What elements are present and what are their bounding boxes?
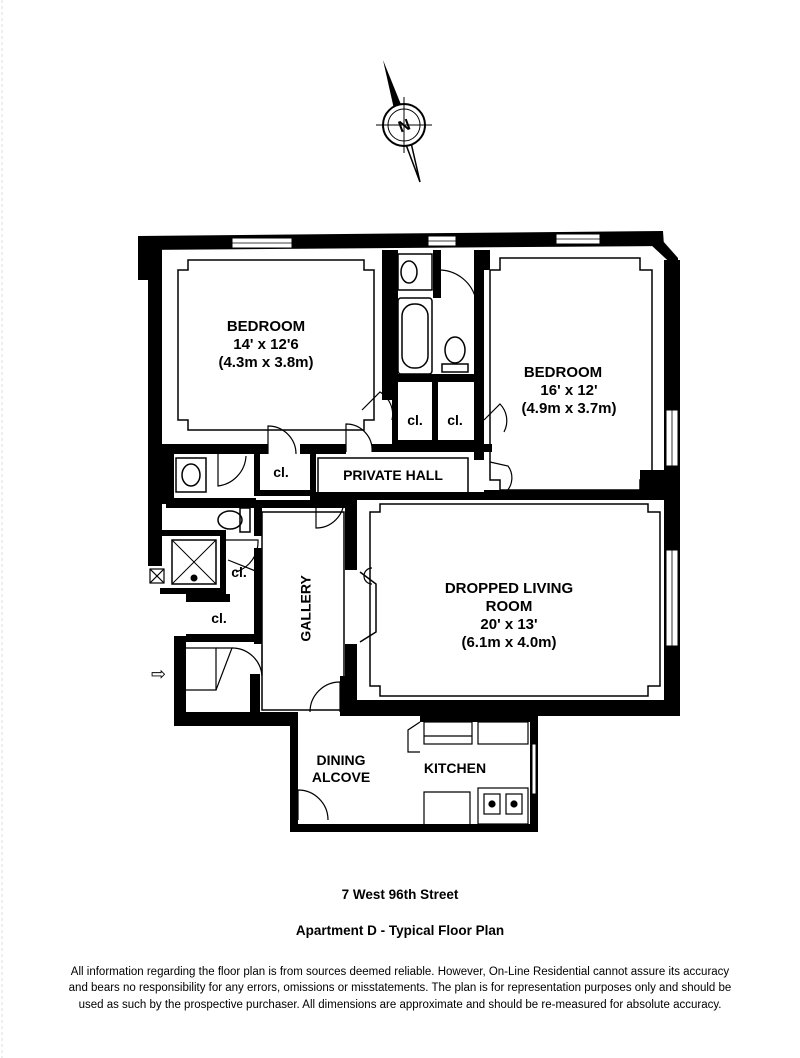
bedroom-2-metric: (4.9m x 3.7m): [521, 400, 617, 417]
sink-icon: [175, 457, 207, 493]
toilet-icon: [441, 336, 469, 373]
duct-icon: [149, 568, 165, 584]
living-room-name-1: DROPPED LIVING: [444, 580, 574, 597]
plan-title: Apartment D - Typical Floor Plan: [295, 923, 505, 938]
interior-walls: [160, 250, 680, 722]
dining-alcove-name-1: DINING: [316, 752, 366, 768]
dining-alcove-name-2: ALCOVE: [311, 768, 371, 785]
bedroom-2-name: BEDROOM: [523, 364, 603, 381]
closet-label: cl.: [211, 610, 227, 626]
disclaimer-line: and bears no responsibility for any erro…: [68, 982, 732, 995]
sink-icon: [397, 253, 433, 291]
door-swings: [186, 269, 513, 821]
closet-label: cl.: [231, 564, 247, 580]
disclaimer: All information regarding the floor plan…: [30, 964, 770, 1013]
living-room-name-2: ROOM: [485, 598, 533, 615]
private-hall-label: PRIVATE HALL: [343, 467, 443, 483]
room-outlines: [177, 257, 661, 711]
kitchen-label: KITCHEN: [423, 760, 487, 776]
disclaimer-line: All information regarding the floor plan…: [70, 966, 730, 978]
toilet-icon: [217, 507, 251, 533]
dining-alcove-label: DINING ALCOVE: [296, 752, 386, 786]
north-compass-icon: N: [376, 60, 432, 183]
compass-north-label: N: [396, 116, 413, 136]
bedroom-1-label: BEDROOM 14' x 12'6 (4.3m x 3.8m): [196, 318, 336, 372]
bathtub-icon: [397, 297, 433, 375]
disclaimer-line: used as such by the prospective purchase…: [78, 998, 722, 1011]
address: 7 West 96th Street: [341, 887, 459, 902]
closet-label: cl.: [407, 412, 423, 428]
bedroom-1-name: BEDROOM: [226, 318, 306, 335]
living-room-metric: (6.1m x 4.0m): [461, 634, 557, 651]
closet-label: cl.: [447, 412, 463, 428]
living-room-label: DROPPED LIVING ROOM 20' x 13' (6.1m x 4.…: [424, 580, 594, 652]
bedroom-1-metric: (4.3m x 3.8m): [218, 354, 314, 371]
closet-label: cl.: [273, 464, 289, 480]
entry-arrow-icon: ⇨: [151, 664, 167, 684]
bedroom-1-size: 14' x 12'6: [233, 336, 299, 353]
gallery-label: GALLERY: [297, 575, 314, 642]
bedroom-2-label: BEDROOM 16' x 12' (4.9m x 3.7m): [494, 364, 644, 418]
shower-icon: [171, 539, 217, 585]
kitchen-counters: [423, 721, 529, 825]
bedroom-2-size: 16' x 12': [540, 382, 598, 399]
living-room-size: 20' x 13': [480, 616, 538, 633]
